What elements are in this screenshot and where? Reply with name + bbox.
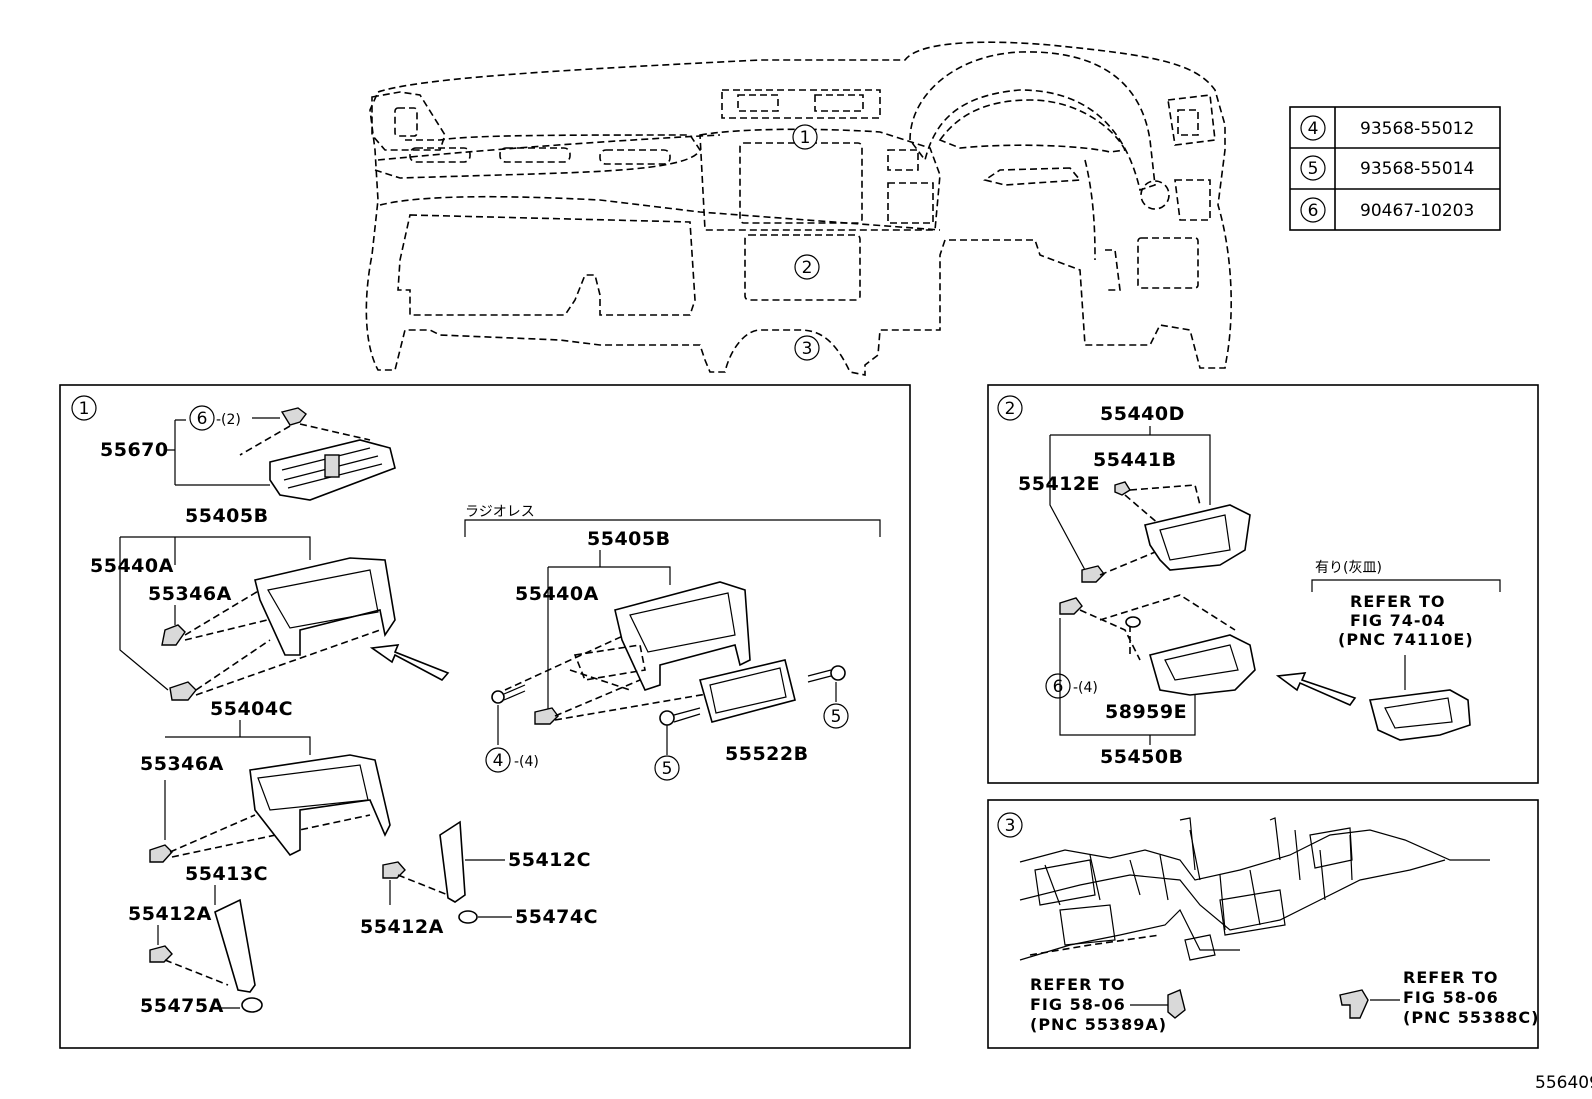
svg-text:4: 4 bbox=[1308, 119, 1319, 139]
svg-text:5: 5 bbox=[662, 759, 673, 779]
clip-55440A bbox=[169, 681, 197, 701]
svg-text:3: 3 bbox=[802, 339, 813, 359]
panel-2: 2 55440D 55441B 55412E 6 -(4) 58959E 554… bbox=[987, 384, 1539, 784]
svg-text:-(4): -(4) bbox=[514, 754, 539, 770]
label-55404C: 55404C bbox=[210, 698, 293, 720]
svg-text:6: 6 bbox=[197, 409, 208, 429]
label-55522B: 55522B bbox=[725, 743, 809, 765]
clip-55346A-lower bbox=[149, 844, 173, 863]
panel-2-frame bbox=[987, 384, 1539, 784]
diagram-id: 556409 bbox=[1535, 1073, 1592, 1093]
ref-left-line2: FIG 58-06 bbox=[1030, 995, 1126, 1014]
label-55346A-top: 55346A bbox=[148, 583, 232, 605]
label-55450B: 55450B bbox=[1100, 746, 1184, 768]
ref-left-line1: REFER TO bbox=[1030, 975, 1126, 994]
label-55412A-left: 55412A bbox=[128, 903, 212, 925]
ref-left-line3: (PNC 55389A) bbox=[1030, 1015, 1167, 1034]
label-55441B: 55441B bbox=[1093, 449, 1177, 471]
label-55475A: 55475A bbox=[140, 995, 224, 1017]
ref-text-line1: REFER TO bbox=[1350, 592, 1446, 611]
label-55440A-left: 55440A bbox=[90, 555, 174, 577]
legend-part-number: 93568-55014 bbox=[1360, 159, 1474, 179]
label-55412A-mid: 55412A bbox=[360, 916, 444, 938]
svg-text:6: 6 bbox=[1308, 201, 1319, 221]
panel-3-frame bbox=[987, 799, 1539, 1049]
label-55413C: 55413C bbox=[185, 863, 268, 885]
label-55412E: 55412E bbox=[1018, 473, 1100, 495]
label-radioless: ラジオレス bbox=[465, 504, 535, 520]
ref-text-line3: (PNC 74110E) bbox=[1338, 630, 1474, 649]
overview-marker-1: 1 bbox=[792, 124, 818, 150]
direction-arrow bbox=[369, 644, 450, 682]
bezel-55405B-right bbox=[614, 581, 751, 691]
label-55474C: 55474C bbox=[515, 906, 598, 928]
label-55670: 55670 bbox=[100, 439, 169, 461]
ref-right-line3: (PNC 55388C) bbox=[1403, 1008, 1539, 1027]
label-55405B-right: 55405B bbox=[587, 528, 671, 550]
label-55440A-right: 55440A bbox=[515, 583, 599, 605]
overview-marker-2: 2 bbox=[794, 254, 820, 280]
panel-2-marker: 2 bbox=[1005, 399, 1016, 419]
panel-1-frame bbox=[59, 384, 911, 1049]
panel-55412C bbox=[439, 820, 466, 903]
label-55440D: 55440D bbox=[1100, 403, 1185, 425]
label-58959E: 58959E bbox=[1105, 701, 1187, 723]
bezel-55405B-left bbox=[254, 557, 396, 656]
panel-3: 3 REFER TO FIG 58-06 (PNC 55389A) REFER … bbox=[987, 799, 1539, 1049]
ref-text-line2: FIG 74-04 bbox=[1350, 611, 1446, 630]
legend-row-5: 5 93568-55014 bbox=[1300, 155, 1474, 181]
clip-55346A bbox=[161, 624, 186, 646]
svg-text:-(2): -(2) bbox=[216, 412, 241, 428]
pocket-55522B bbox=[699, 659, 796, 723]
label-55405B-left: 55405B bbox=[185, 505, 269, 527]
legend-part-number: 93568-55012 bbox=[1360, 119, 1474, 139]
svg-text:5: 5 bbox=[831, 707, 842, 727]
box-55440D bbox=[1144, 504, 1251, 571]
legend-part-number: 90467-10203 bbox=[1360, 201, 1474, 221]
ashtray-55450B bbox=[1149, 634, 1256, 696]
direction-arrow-2 bbox=[1275, 672, 1357, 706]
panel-1-marker: 1 bbox=[79, 399, 90, 419]
svg-text:2: 2 bbox=[802, 258, 813, 278]
ref-right-line1: REFER TO bbox=[1403, 968, 1499, 987]
legend-row-4: 4 93568-55012 bbox=[1300, 115, 1474, 141]
svg-text:6: 6 bbox=[1053, 677, 1064, 697]
overview-marker-3: 3 bbox=[794, 335, 820, 361]
panel-1: 1 55670 6 -(2) 55405B 55440A 55346A 5540… bbox=[59, 384, 911, 1049]
svg-text:-(4): -(4) bbox=[1073, 680, 1098, 696]
dash-structure-sketch bbox=[1019, 817, 1490, 961]
label-55412C: 55412C bbox=[508, 849, 591, 871]
svg-text:1: 1 bbox=[800, 128, 811, 148]
clip-55388C bbox=[1339, 989, 1369, 1019]
clip-part bbox=[280, 407, 307, 426]
clip-55389A bbox=[1167, 989, 1186, 1019]
panel-3-marker: 3 bbox=[1005, 816, 1016, 836]
legend-row-6: 6 90467-10203 bbox=[1300, 197, 1474, 223]
dashboard-overview bbox=[365, 41, 1232, 376]
svg-text:4: 4 bbox=[493, 751, 504, 771]
panel-55413C bbox=[214, 898, 256, 993]
ref-right-line2: FIG 58-06 bbox=[1403, 988, 1499, 1007]
label-55346A-bottom: 55346A bbox=[140, 753, 224, 775]
legend-table: 4 93568-55012 5 93568-55014 6 90467-1020… bbox=[1289, 106, 1501, 231]
ashtray-ref-74110E bbox=[1368, 689, 1471, 741]
label-with-ashtray: 有り(灰皿) bbox=[1315, 560, 1382, 576]
svg-text:5: 5 bbox=[1308, 159, 1319, 179]
